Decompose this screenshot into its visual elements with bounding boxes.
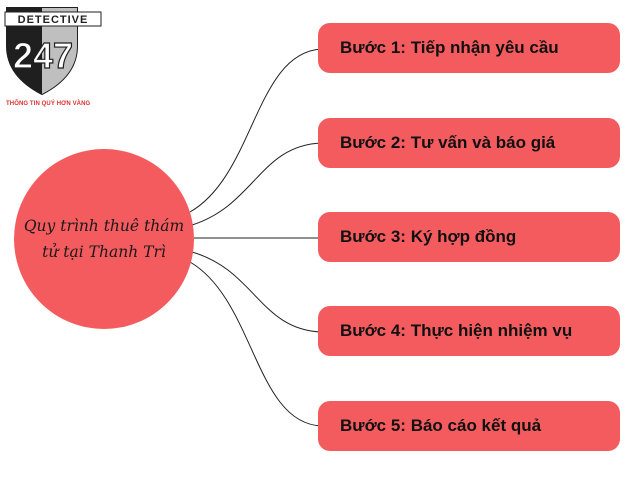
step-4-node: Bước 4: Thực hiện nhiệm vụ <box>318 306 620 356</box>
step-5-node: Bước 5: Báo cáo kết quả <box>318 401 620 451</box>
central-topic-node: Quy trình thuê thám tử tại Thanh Trì <box>14 149 194 329</box>
logo-number-text: 247 <box>13 35 73 76</box>
step-4-label: Bước 4: Thực hiện nhiệm vụ <box>340 321 573 340</box>
logo-brand-text: DETECTIVE <box>18 14 89 26</box>
step-1-label: Bước 1: Tiếp nhận yêu cầu <box>340 38 559 57</box>
shield-logo-icon: DETECTIVE 247 <box>4 7 102 96</box>
step-2-node: Bước 2: Tư vấn và báo giá <box>318 118 620 168</box>
connector-step-4 <box>191 251 323 333</box>
logo-tagline: THÔNG TIN QUÝ HƠN VÀNG <box>6 101 91 107</box>
connector-step-2 <box>191 142 323 226</box>
connector-step-1 <box>189 48 323 213</box>
step-2-label: Bước 2: Tư vấn và báo giá <box>340 133 556 152</box>
step-3-node: Bước 3: Ký hợp đồng <box>318 212 620 262</box>
step-3-label: Bước 3: Ký hợp đồng <box>340 227 517 246</box>
detective-247-logo: DETECTIVE 247 THÔNG TIN QUÝ HƠN VÀNG <box>3 6 103 110</box>
central-topic-label: Quy trình thuê thám tử tại Thanh Trì <box>23 217 185 261</box>
step-5-label: Bước 5: Báo cáo kết quả <box>340 416 542 435</box>
step-1-node: Bước 1: Tiếp nhận yêu cầu <box>318 23 620 73</box>
connector-step-5 <box>189 261 323 427</box>
